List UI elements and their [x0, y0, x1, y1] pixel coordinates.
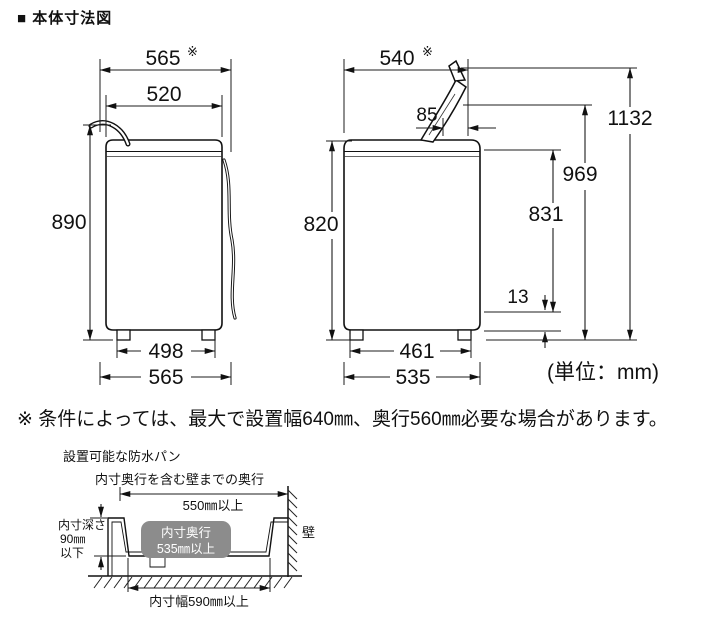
front-height-label: 890 — [51, 211, 86, 234]
side-machine-body — [343, 139, 481, 331]
front-top-width-note-mark: ※ — [187, 44, 198, 59]
side-lid-open-height-label: 969 — [562, 163, 597, 186]
side-view-dimensions: 540 ※ 85 1132 969 820 831 13 — [303, 44, 659, 389]
side-top-depth-label: 540 — [379, 47, 414, 70]
unit-label: (単位：mm) — [547, 361, 659, 384]
side-top-depth-note-mark: ※ — [422, 44, 433, 59]
pan-depth-label-1: 内寸深さ — [58, 518, 106, 532]
side-lid-overhang-label: 85 — [416, 105, 437, 126]
pan-depth-label-2: 90㎜ — [60, 532, 85, 546]
front-left-foot — [116, 329, 131, 341]
side-feet-depth-label: 461 — [399, 340, 434, 363]
front-right-foot — [201, 329, 216, 341]
open-lid-tip — [448, 59, 467, 82]
pan-depth-label-3: 以下 — [60, 546, 84, 560]
section-title: ■ 本体寸法図 — [17, 10, 113, 27]
ground-hatch — [93, 576, 293, 589]
pan-wall-depth-value: 550㎜以上 — [183, 498, 244, 513]
pan-profile-outer — [107, 517, 288, 576]
side-max-height-label: 1132 — [607, 107, 652, 130]
pan-profile-inner — [111, 521, 288, 576]
front-feet-width-label: 498 — [148, 340, 183, 363]
side-front-foot — [349, 329, 364, 341]
drain-hose — [222, 158, 237, 320]
side-rear-foot — [457, 329, 472, 341]
inner-depth-label: 内寸奥行 — [161, 526, 211, 540]
side-view-drawing — [343, 59, 481, 341]
wall-label: 壁 — [302, 525, 315, 540]
side-body-height-label: 820 — [303, 213, 338, 236]
side-bottom-clearance-label: 13 — [507, 287, 528, 308]
side-base-depth-label: 535 — [395, 366, 430, 389]
front-view-dimensions: 565 ※ 520 890 498 565 — [51, 44, 232, 389]
condition-note: ※ 条件によっては、最大で設置幅640㎜、奥行560㎜必要な場合があります。 — [17, 409, 668, 430]
pan-diagram: 設置可能な防水パン 内寸奥行を含む壁までの奥行 550㎜以上 壁 内寸深さ 90… — [58, 449, 315, 609]
side-rear-height-label: 831 — [528, 203, 563, 226]
inner-depth-value: 535㎜以上 — [157, 542, 215, 556]
front-top-width-label: 565 — [145, 47, 180, 70]
wall-hatch — [287, 489, 298, 572]
front-body-width-label: 520 — [146, 83, 181, 106]
inner-depth-badge — [141, 521, 231, 558]
pan-title: 設置可能な防水パン — [63, 449, 181, 464]
pan-drain-notch — [149, 556, 166, 568]
front-machine-body — [105, 139, 223, 331]
pan-wall-depth-label: 内寸奥行を含む壁までの奥行 — [95, 472, 264, 487]
front-base-width-label: 565 — [148, 366, 183, 389]
pan-inner-width-label: 内寸幅590㎜以上 — [149, 594, 249, 609]
front-view-drawing — [88, 120, 237, 341]
